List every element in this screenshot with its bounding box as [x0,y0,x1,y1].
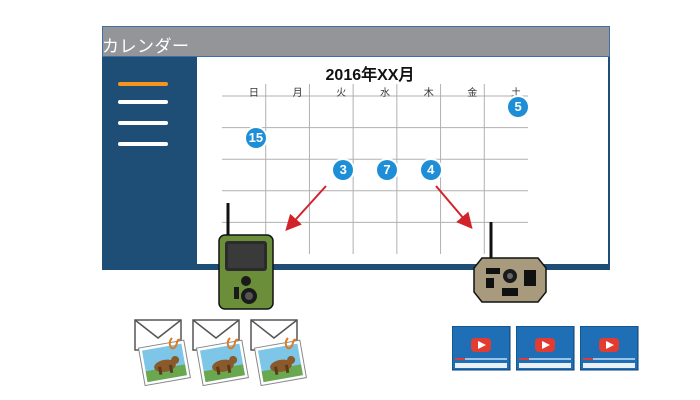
video-thumbnail-icon[interactable] [452,326,512,372]
green-trail-camera-icon [216,203,276,313]
video-thumbnail-icon[interactable] [516,326,576,372]
tan-trail-camera-icon [472,222,548,304]
arrow-to-tan-camera [436,186,470,226]
arrow-to-green-camera [288,186,326,228]
email-photo-icon [192,318,256,390]
email-photo-icon [134,318,198,390]
email-photo-icon [250,318,314,390]
video-thumbnail-icon[interactable] [580,326,640,372]
